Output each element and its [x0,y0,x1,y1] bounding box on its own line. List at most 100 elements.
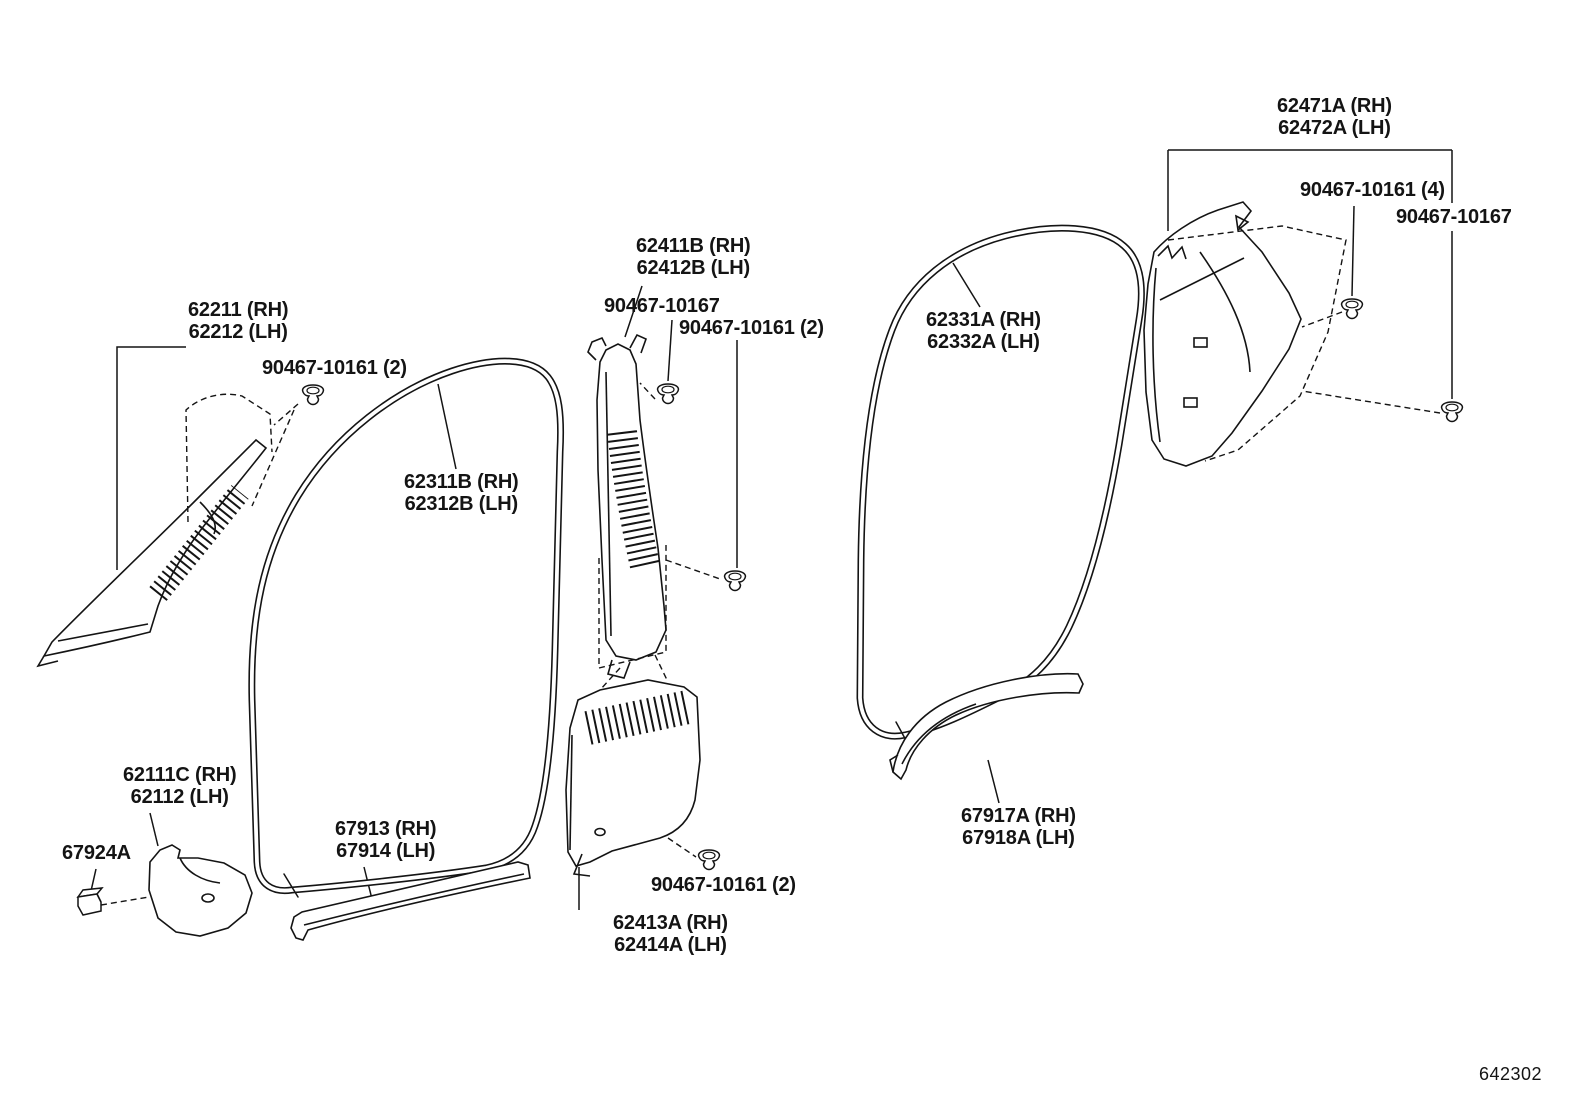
part-label-center-pillar-lower: 62413A (RH) 62414A (LH) [613,912,728,956]
part-number: 62413A (RH) [613,912,728,934]
part-label-clip-a: 90467-10161 (2) [262,357,407,379]
part-label-rear-pillar-garnish: 62471A (RH) 62472A (LH) [1277,95,1392,139]
part-number: 62411B (RH) [636,235,751,257]
clip-icon [301,384,325,406]
leader-line [90,868,97,892]
leader-line [667,319,673,382]
part-number: 67914 (LH) [336,840,436,862]
part-detail-line [901,703,977,765]
leader-line [116,346,186,570]
part-outline [565,679,701,867]
hidden-outline-dashed-lines [100,225,1441,906]
weatherstrip-inner-line [858,226,1144,738]
part-number: 62311B (RH) [404,471,519,493]
part-number: 90467-10161 (2) [679,317,824,339]
front-scuff-plate-drawing [290,861,531,941]
part-label-front-door-weatherstrip: 62311B (RH) 62312B (LH) [404,471,519,515]
part-label-front-scuff-plate: 67913 (RH) 67914 (LH) [335,818,437,862]
part-number: 90467-10161 (4) [1300,179,1445,201]
part-detail-line [629,333,648,354]
block-clip-icon [76,887,104,916]
block-clip-edge [96,893,102,903]
leader-line [437,383,457,470]
part-detail-line [605,371,612,637]
part-number: 62112 (LH) [130,786,229,808]
part-number: 67924A [62,842,131,864]
front-door-opening-trim-drawing [248,357,565,898]
part-outline [290,861,531,941]
part-number: 62331A (RH) [926,309,1041,331]
dashed-line [251,409,295,507]
weatherstrip-outer-line [248,357,565,895]
part-detail-line [1234,214,1250,232]
part-detail-line [57,623,149,642]
part-number: 90467-10167 [604,295,720,317]
clip-icon [1340,298,1364,320]
part-number: 62414A (LH) [614,934,727,956]
clip-icon [656,383,680,405]
part-number: 62472A (LH) [1278,117,1391,139]
weatherstrip-outer-line [856,224,1145,740]
dashed-line [639,382,656,400]
part-label-clip-b: 90467-10167 [604,295,720,317]
part-clip-hole [1193,337,1208,348]
weatherstrip-end-joint [283,873,299,898]
dashed-line [667,837,697,858]
part-detail-line [1199,251,1251,373]
part-detail-line [572,853,591,877]
dashed-line [599,667,621,691]
leader-line [149,812,159,847]
part-hole [201,893,215,903]
dashed-line [100,896,150,906]
part-detail-line [587,336,607,361]
part-detail-line [889,754,899,773]
leader-line [952,262,981,308]
part-detail-line [607,659,631,679]
part-number: 62111C (RH) [123,764,237,786]
part-detail-line [199,501,216,535]
clip-icon [1440,401,1464,423]
block-clip-front [77,893,102,916]
part-detail-line [36,655,59,668]
part-number: 62211 (RH) [188,299,289,321]
part-detail-line [569,734,573,851]
part-label-rear-door-weatherstrip: 62331A (RH) 62332A (LH) [926,309,1041,353]
dashed-line [185,393,273,523]
weatherstrip-inner-line [249,359,563,893]
center-pillar-lower-garnish-drawing [565,679,701,877]
dashed-line [1167,225,1347,462]
part-label-front-pillar-garnish: 62211 (RH) 62212 (LH) [188,299,288,343]
part-outline [148,844,253,937]
dashed-line [273,403,299,426]
hatch-band [149,485,249,601]
part-detail-line [1152,267,1161,443]
leader-line [987,759,1000,804]
part-detail-line [1159,257,1245,301]
part-label-clip-c: 90467-10161 (2) [679,317,824,339]
part-number: 67918A (LH) [962,827,1075,849]
leader-line [624,285,643,338]
part-number: 62471A (RH) [1277,95,1392,117]
part-detail-line [1157,244,1187,260]
part-number: 67913 (RH) [335,818,437,840]
rear-scuff-plate-drawing [889,672,1084,781]
fastener-clips [301,298,1464,871]
rear-pillar-garnish-drawing [1143,201,1302,467]
part-detail-line [179,857,221,884]
cowl-side-trim-drawing [148,844,253,937]
diagram-number: 642302 [1479,1064,1543,1084]
clip-icon [697,849,721,871]
leader-line [1351,205,1355,297]
part-number: 62212 (LH) [188,321,288,343]
part-number: 90467-10161 (2) [262,357,407,379]
part-clip-hole [1183,397,1198,408]
dashed-line [654,654,669,683]
part-number: 62312B (LH) [404,493,519,515]
part-label-cowl-clip: 67924A [62,842,131,864]
part-number: 90467-10167 [1396,206,1512,228]
dashed-line [598,545,667,669]
part-number: 62412B (LH) [636,257,751,279]
part-label-clip-e: 90467-10161 (4) [1300,179,1445,201]
